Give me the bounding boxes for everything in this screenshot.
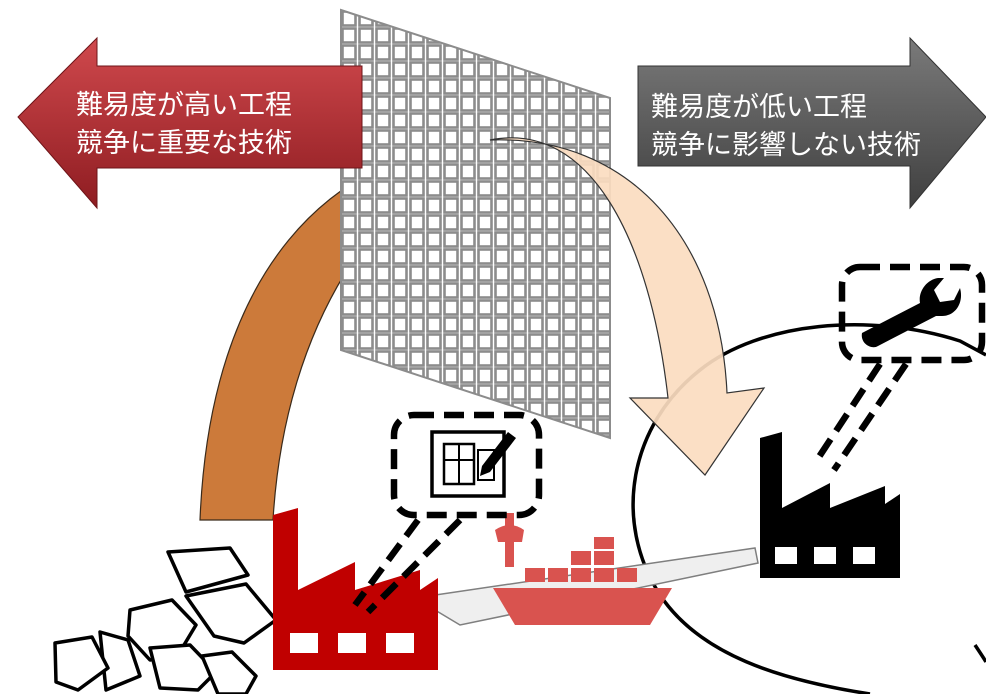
right-arrow-line2: 競争に影響しない技術 <box>651 130 921 161</box>
left-arrow-label: 難易度が高い工程 競争に重要な技術 <box>76 87 292 163</box>
right-arrow-label: 難易度が低い工程 競争に影響しない技術 <box>651 89 921 165</box>
domestic-factory-icon <box>273 508 438 670</box>
left-arrow-line1: 難易度が高い工程 <box>76 90 292 121</box>
foreign-country-outline <box>631 323 986 694</box>
mesh-filter-icon <box>340 8 611 440</box>
foreign-factory-windows <box>775 547 875 564</box>
right-arrow-low-difficulty <box>637 36 986 210</box>
shipping-route <box>412 547 759 626</box>
blueprint-callout <box>352 411 543 615</box>
left-arrow-line2: 競争に重要な技術 <box>76 128 292 159</box>
foreign-country-bottom-edge <box>973 644 986 663</box>
wrench-icon <box>861 278 962 348</box>
foreign-factory-icon <box>760 432 900 578</box>
right-arrow-line1: 難易度が低い工程 <box>651 92 867 123</box>
container-ship-icon <box>493 513 672 625</box>
left-arrow-high-difficulty <box>17 36 363 210</box>
blueprint-pencil-icon <box>430 430 516 498</box>
domestic-factory-windows <box>290 633 414 653</box>
wrench-callout <box>812 263 986 472</box>
japan-map-outline <box>53 546 278 694</box>
arc-transferred-technology <box>489 137 766 476</box>
